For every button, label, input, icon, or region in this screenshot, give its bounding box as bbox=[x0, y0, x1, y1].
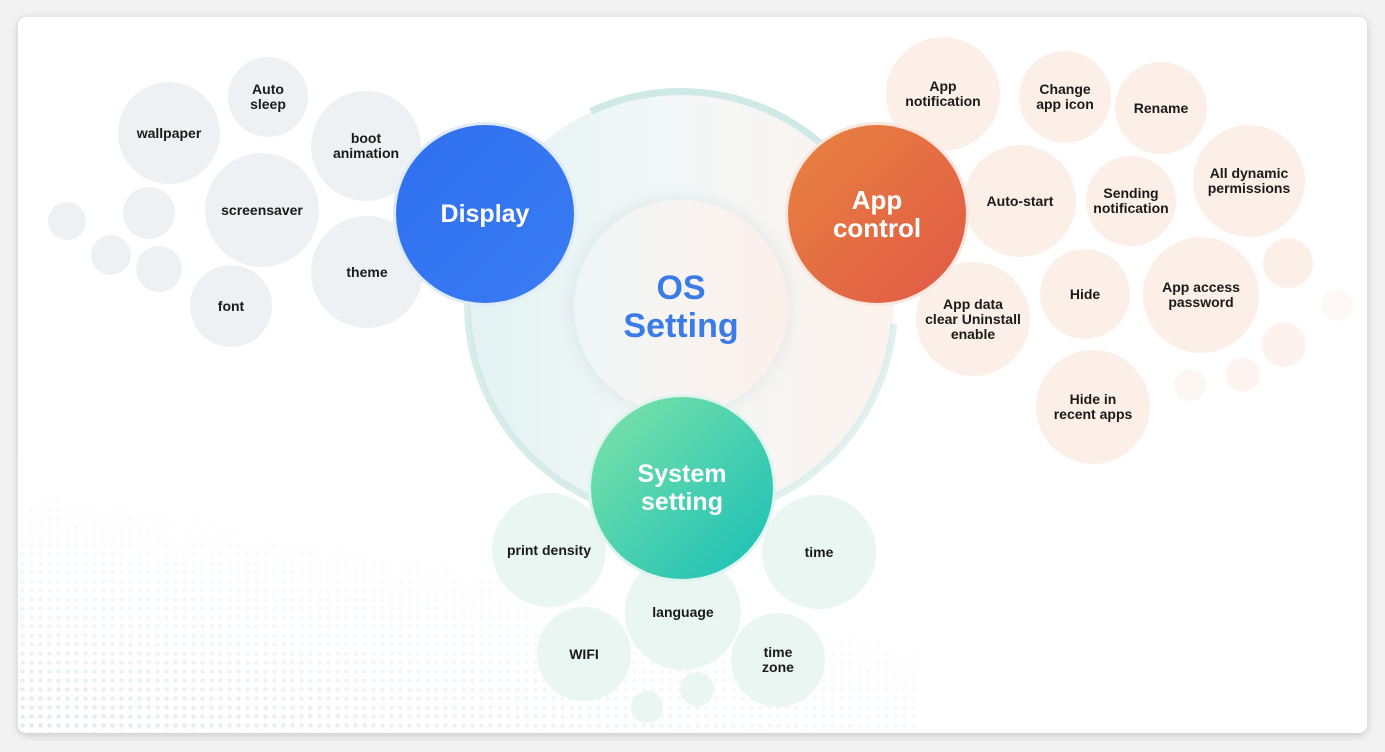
app-item-all-dynamic-permissions[interactable]: All dynamic permissions bbox=[1193, 125, 1305, 237]
decor-circle bbox=[1226, 358, 1260, 392]
system-item-print-density[interactable]: print density bbox=[492, 493, 606, 607]
decor-circle bbox=[631, 691, 663, 723]
app-item-change-app-icon[interactable]: Change app icon bbox=[1019, 51, 1111, 143]
app-item-hide-in-recent-apps[interactable]: Hide in recent apps bbox=[1036, 350, 1150, 464]
app-item-auto-start[interactable]: Auto-start bbox=[964, 145, 1076, 257]
display-item-wallpaper[interactable]: wallpaper bbox=[118, 82, 220, 184]
decor-circle bbox=[1262, 323, 1306, 367]
system-setting-hub[interactable]: System setting bbox=[591, 397, 773, 579]
display-item-screensaver[interactable]: screensaver bbox=[205, 153, 319, 267]
decor-circle bbox=[1174, 369, 1206, 401]
decor-circle bbox=[1321, 289, 1353, 321]
app-item-hide[interactable]: Hide bbox=[1040, 249, 1130, 339]
system-item-time[interactable]: time bbox=[762, 495, 876, 609]
decor-circle bbox=[1263, 238, 1313, 288]
decor-circle bbox=[91, 235, 131, 275]
app-control-hub[interactable]: App control bbox=[788, 125, 966, 303]
decor-circle bbox=[48, 202, 86, 240]
display-item-font[interactable]: font bbox=[190, 265, 272, 347]
app-item-app-access-password[interactable]: App access password bbox=[1143, 237, 1259, 353]
system-item-time-zone[interactable]: time zone bbox=[731, 613, 825, 707]
display-hub[interactable]: Display bbox=[396, 125, 574, 303]
decor-circle bbox=[680, 672, 714, 706]
decor-circle bbox=[136, 246, 182, 292]
app-item-sending-notification[interactable]: Sending notification bbox=[1086, 156, 1176, 246]
slide-card: OS Setting wallpaper Auto sleep boot ani… bbox=[18, 17, 1367, 733]
decor-circle bbox=[123, 187, 175, 239]
inner-ring bbox=[574, 200, 788, 414]
center-title: OS Setting bbox=[623, 269, 739, 345]
system-item-wifi[interactable]: WIFI bbox=[537, 607, 631, 701]
display-item-auto-sleep[interactable]: Auto sleep bbox=[228, 57, 308, 137]
app-item-rename[interactable]: Rename bbox=[1115, 62, 1207, 154]
